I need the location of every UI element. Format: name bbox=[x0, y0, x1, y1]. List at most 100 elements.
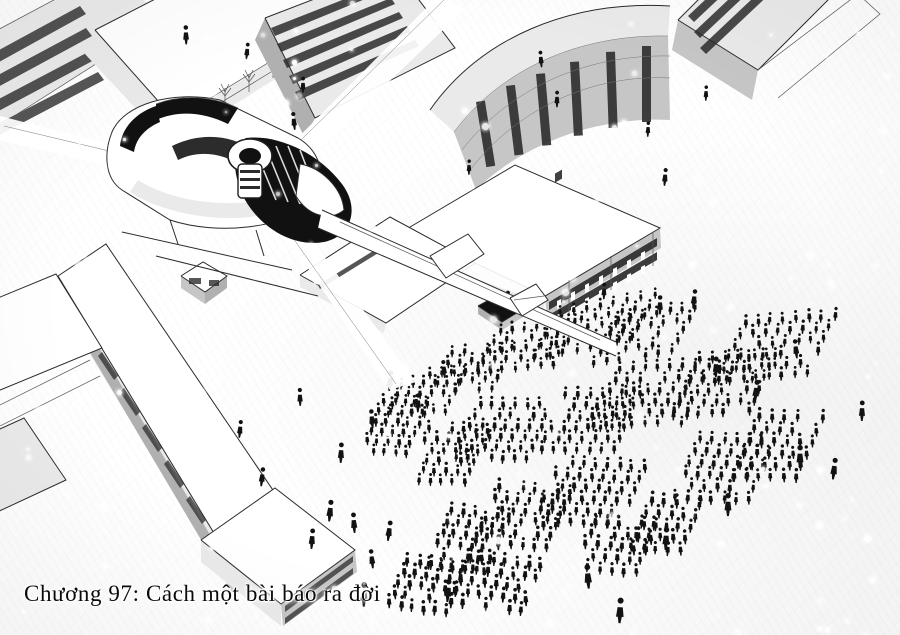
person-figure bbox=[680, 301, 684, 315]
person-figure bbox=[419, 576, 424, 591]
person-figure bbox=[765, 421, 769, 434]
person-figure bbox=[513, 396, 517, 410]
person-figure bbox=[581, 455, 586, 469]
person-figure bbox=[756, 468, 761, 482]
person-figure bbox=[450, 473, 454, 486]
person-figure bbox=[741, 359, 746, 374]
person-figure bbox=[781, 467, 787, 483]
person-figure bbox=[759, 357, 764, 370]
person-figure bbox=[504, 350, 508, 364]
person-figure bbox=[617, 515, 622, 529]
person-figure bbox=[458, 570, 464, 587]
person-figure bbox=[532, 481, 537, 495]
person-figure bbox=[610, 405, 615, 420]
person-figure bbox=[571, 302, 576, 316]
person-figure bbox=[585, 502, 591, 517]
person-figure bbox=[624, 384, 629, 398]
person-figure bbox=[768, 467, 773, 482]
person-figure bbox=[452, 365, 457, 377]
person-figure bbox=[497, 477, 502, 493]
person-figure bbox=[747, 401, 752, 416]
person-figure bbox=[621, 418, 627, 432]
person-figure bbox=[625, 469, 630, 485]
person-figure bbox=[820, 408, 825, 424]
person-figure bbox=[724, 370, 729, 385]
building-curved-hall bbox=[429, 4, 720, 190]
person-figure bbox=[656, 503, 662, 519]
person-figure bbox=[537, 556, 543, 572]
person-figure bbox=[639, 308, 644, 322]
person-figure bbox=[421, 461, 426, 474]
person-figure bbox=[726, 348, 731, 362]
person-figure bbox=[444, 579, 452, 603]
person-figure bbox=[798, 353, 803, 368]
person-figure bbox=[653, 541, 658, 555]
person-figure bbox=[787, 320, 793, 335]
person-figure bbox=[492, 416, 497, 432]
person-figure bbox=[612, 526, 617, 542]
person-figure bbox=[627, 551, 632, 566]
person-figure bbox=[593, 457, 598, 471]
person-figure bbox=[743, 442, 748, 457]
person-figure bbox=[379, 422, 384, 437]
person-figure bbox=[808, 331, 813, 344]
person-figure bbox=[523, 590, 529, 607]
person-figure bbox=[487, 429, 492, 442]
person-figure bbox=[458, 439, 463, 452]
person-figure bbox=[467, 547, 473, 564]
person-figure bbox=[515, 491, 520, 505]
person-figure bbox=[385, 520, 393, 541]
person-figure bbox=[807, 308, 812, 323]
person-figure bbox=[619, 480, 624, 496]
person-figure bbox=[787, 455, 792, 471]
building-lower-court-blocks bbox=[200, 487, 357, 626]
person-figure bbox=[571, 396, 577, 412]
person-figure bbox=[814, 321, 818, 334]
person-figure bbox=[386, 406, 391, 418]
person-figure bbox=[766, 444, 771, 458]
person-figure bbox=[771, 431, 777, 447]
person-figure bbox=[574, 442, 579, 455]
person-figure bbox=[629, 415, 634, 429]
person-figure bbox=[785, 434, 790, 447]
rooftop-unit bbox=[180, 261, 228, 304]
person-figure bbox=[638, 371, 643, 385]
person-figure bbox=[470, 372, 475, 384]
person-figure bbox=[625, 526, 630, 541]
person-figure bbox=[657, 381, 662, 396]
person-figure bbox=[770, 336, 775, 349]
person-figure bbox=[687, 374, 692, 387]
person-figure bbox=[444, 603, 449, 618]
person-figure bbox=[435, 375, 440, 388]
person-figure bbox=[611, 469, 617, 484]
person-figure bbox=[430, 576, 436, 593]
person-figure bbox=[530, 438, 535, 453]
person-figure bbox=[756, 313, 761, 328]
person-figure bbox=[465, 583, 471, 598]
person-figure bbox=[525, 397, 530, 411]
person-figure bbox=[523, 502, 528, 517]
person-figure bbox=[759, 431, 764, 446]
person-figure bbox=[615, 334, 619, 346]
person-figure bbox=[762, 369, 766, 381]
person-figure bbox=[519, 349, 523, 363]
person-figure bbox=[553, 517, 558, 531]
person-figure bbox=[518, 440, 523, 453]
person-figure bbox=[537, 338, 541, 351]
person-figure bbox=[462, 365, 466, 377]
person-figure bbox=[404, 551, 410, 567]
person-figure bbox=[521, 480, 526, 494]
person-figure bbox=[308, 528, 316, 549]
person-figure bbox=[645, 121, 651, 137]
person-figure bbox=[539, 418, 544, 432]
person-figure bbox=[434, 429, 440, 445]
person-figure bbox=[726, 392, 731, 407]
person-figure bbox=[412, 562, 418, 579]
person-figure bbox=[688, 518, 693, 533]
person-figure bbox=[620, 323, 625, 337]
person-figure bbox=[687, 454, 692, 468]
person-figure bbox=[553, 465, 558, 480]
person-figure bbox=[810, 434, 815, 448]
person-figure bbox=[551, 441, 556, 454]
person-figure bbox=[815, 341, 821, 356]
